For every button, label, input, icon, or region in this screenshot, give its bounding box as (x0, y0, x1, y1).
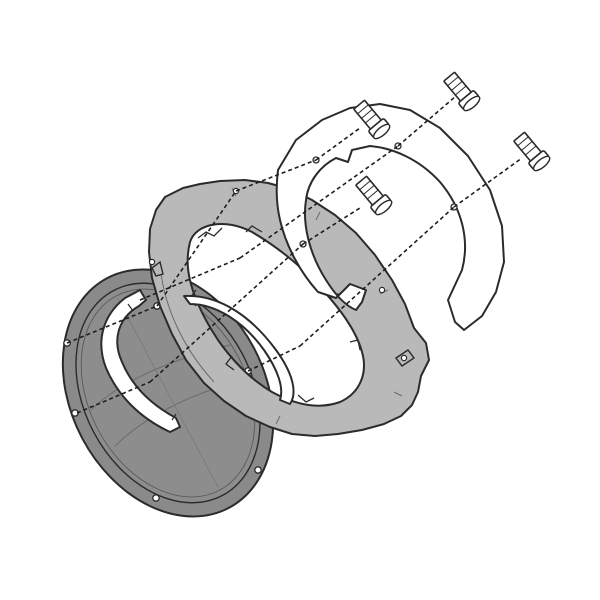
inner-arc-bracket (100, 289, 295, 433)
screw-3 (513, 131, 551, 172)
screw-1 (443, 71, 481, 112)
screw-2 (353, 99, 391, 140)
assembly-guide-lines (66, 95, 523, 414)
ring-holes (148, 187, 408, 362)
screw-4 (355, 175, 393, 216)
